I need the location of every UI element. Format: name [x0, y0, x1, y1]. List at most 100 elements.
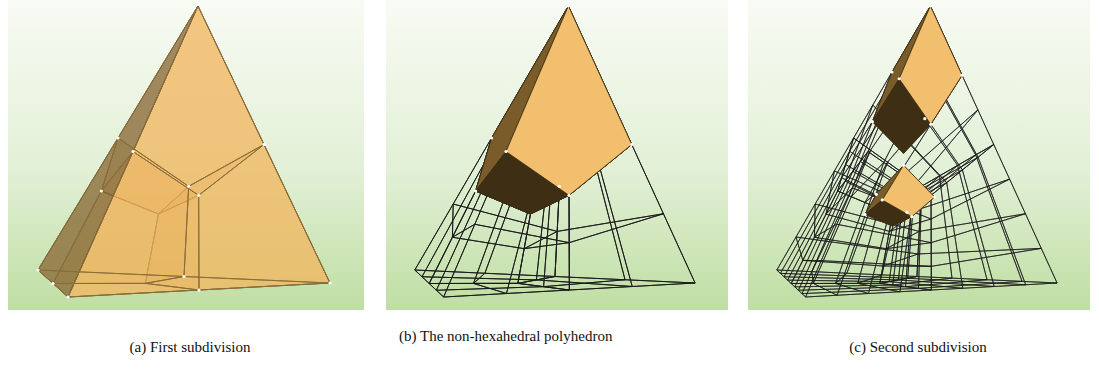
mesh-edge [842, 197, 865, 223]
mesh-edge [815, 171, 834, 212]
mesh-edge [569, 228, 632, 290]
mesh-edge [946, 281, 996, 284]
mesh-edge [919, 243, 931, 267]
mesh-edge [506, 233, 569, 293]
mesh-edge [917, 253, 952, 279]
mesh-edge [791, 283, 819, 286]
vertex-dot [960, 74, 963, 77]
mesh-edge [886, 226, 897, 249]
mesh-edge [814, 208, 832, 238]
mesh-edge [788, 255, 803, 284]
mesh-edge [868, 227, 889, 249]
mesh-edge [813, 262, 843, 284]
mesh-edge [101, 6, 198, 191]
mesh-edge [798, 212, 815, 248]
mesh-edge [970, 283, 1025, 286]
mesh-edge [199, 145, 330, 291]
caption-text: (b) The non-hexahedral polyhedron [399, 328, 612, 344]
mesh-edge [53, 283, 199, 297]
mesh-edge [853, 161, 876, 179]
mesh-edge [38, 138, 189, 277]
second-subdivision [777, 4, 1057, 297]
mesh-edge [38, 138, 118, 284]
mesh-edge [923, 142, 958, 176]
mesh-edge [830, 151, 849, 192]
vertex-dot [881, 198, 884, 201]
mesh-edge [1014, 248, 1057, 284]
mesh-edge [422, 221, 453, 284]
mesh-edge [544, 283, 633, 290]
mesh-edge [834, 138, 870, 180]
mesh-edge [452, 165, 483, 238]
mesh-edge [999, 214, 1041, 250]
mesh-edge [555, 223, 625, 280]
mesh-edge [474, 243, 525, 283]
mesh-edge [118, 6, 264, 186]
mesh-edge [906, 266, 920, 288]
vertex-dot [116, 136, 119, 139]
mesh-edge [926, 283, 970, 286]
mesh-edge [133, 6, 264, 195]
vertex-dot [262, 143, 265, 146]
vertex-dot [630, 143, 633, 146]
mesh-edge [815, 171, 856, 211]
mesh-edge [866, 150, 888, 172]
mesh-edge [38, 270, 184, 284]
mesh-edge [429, 231, 463, 291]
mesh-edge [976, 145, 1010, 187]
vertex-dot [902, 164, 905, 167]
mesh-edge [996, 281, 1057, 284]
front-face [68, 6, 330, 297]
mesh-edge [931, 147, 962, 183]
mesh-edge [946, 155, 976, 175]
caption-text: (a) First subdivision [130, 339, 251, 355]
mesh-edge [949, 251, 987, 280]
vertex-dot [328, 281, 331, 284]
mesh-edge [777, 237, 827, 272]
mesh-edge [967, 280, 1022, 283]
mesh-edge [863, 246, 886, 266]
mesh-edge [429, 237, 488, 283]
mesh-edge [474, 283, 544, 288]
mesh-edge [1010, 248, 1057, 283]
mesh-edge [823, 240, 850, 263]
vertex-dot [890, 70, 893, 73]
panel-background [748, 0, 1090, 310]
mesh-edge [843, 243, 868, 265]
vertex-dot [923, 117, 926, 120]
panel-background [386, 0, 728, 310]
mesh-edge [795, 260, 812, 290]
vertex-dot [197, 194, 200, 197]
mesh-edge [880, 282, 908, 285]
subfigure-caption: (a) First subdivision [60, 337, 320, 358]
mesh-edge [518, 246, 547, 287]
mesh-edge [1002, 214, 1041, 253]
mesh-edge [883, 247, 897, 266]
mesh-edge [850, 105, 873, 151]
vertex-dot [567, 194, 570, 197]
mesh-edge [886, 228, 900, 248]
mesh-edge [960, 110, 994, 155]
vertex-dot [910, 215, 913, 218]
vertex-dot [197, 288, 200, 291]
vertex-dot [863, 213, 866, 216]
mesh-edge [920, 219, 931, 244]
vertex-dot [504, 150, 507, 153]
mesh-edge [922, 280, 966, 283]
mesh-edge [846, 152, 868, 195]
vertex-dot [875, 193, 878, 196]
mesh-edge [955, 228, 987, 262]
vertex-dot [558, 185, 561, 188]
solid-face [899, 6, 962, 124]
mesh-edge [918, 227, 949, 254]
mesh-edge [935, 166, 962, 185]
mesh-edge [53, 152, 133, 298]
vertex-dot [905, 211, 908, 214]
mesh-edge [907, 244, 920, 266]
vertex-dot [131, 150, 134, 153]
mesh-edge [832, 138, 853, 182]
first-subdivision [36, 6, 331, 299]
vertex-dot [100, 189, 103, 192]
mesh-edge [429, 283, 490, 290]
